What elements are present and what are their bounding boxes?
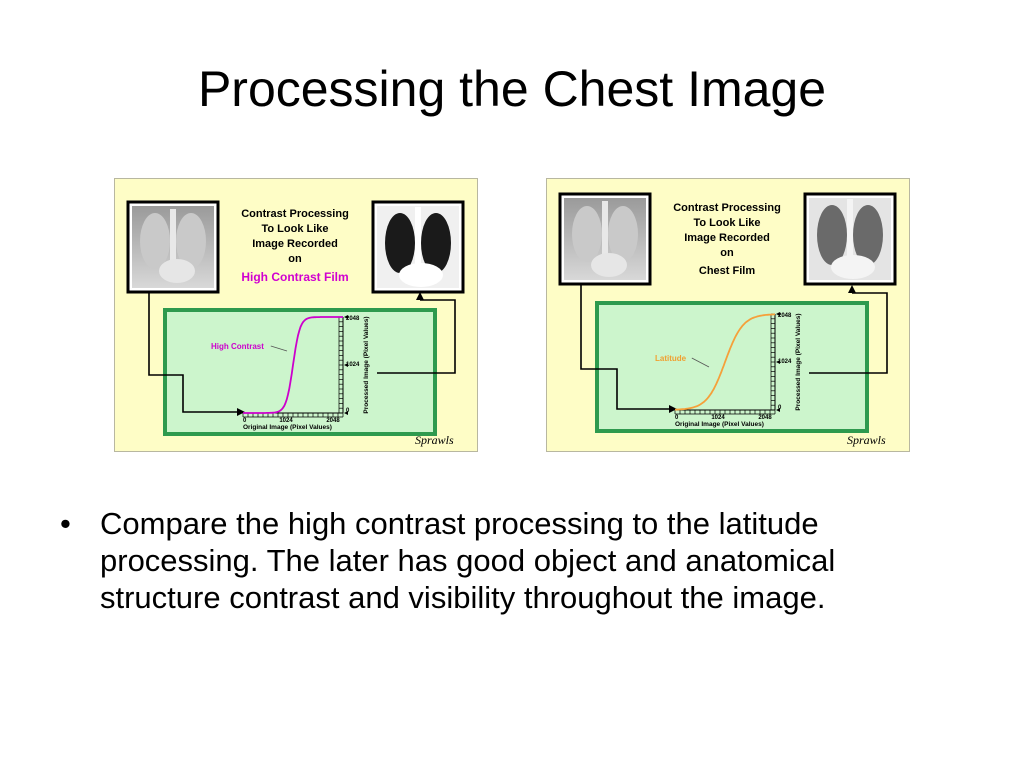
- x-tick-label: 1024: [279, 418, 293, 424]
- curve-axes: [674, 312, 780, 415]
- caption-line: on: [288, 253, 302, 265]
- slide-title: Processing the Chest Image: [197, 61, 827, 117]
- curve-label-leader: [270, 345, 288, 352]
- bullet-symbol: •: [60, 506, 71, 541]
- y-axis-title: Processed Image (Pixel Values): [795, 313, 802, 410]
- x-tick-label: 0: [243, 418, 247, 424]
- caption-line: on: [720, 247, 734, 259]
- signature: Sprawls: [415, 433, 454, 447]
- x-tick-label: 2048: [758, 415, 772, 421]
- y-axis-title: Processed Image (Pixel Values): [363, 316, 370, 413]
- y-tick-label: 0: [346, 408, 350, 414]
- caption-film-type: High Contrast Film: [241, 270, 348, 284]
- caption-line: Image Recorded: [252, 238, 338, 250]
- caption-line: Contrast Processing: [241, 208, 349, 220]
- diagram-panel-high-contrast: Contrast Processing To Look Like Image R…: [114, 178, 478, 452]
- caption-line: Image Recorded: [684, 232, 770, 244]
- bullet-text: Compare the high contrast processing to …: [100, 506, 836, 615]
- diagram-panel-latitude: Contrast Processing To Look Like Image R…: [546, 178, 910, 452]
- original-xray-image: [126, 200, 220, 294]
- processed-xray-image: [803, 192, 897, 286]
- y-tick-label: 1024: [778, 359, 792, 365]
- flow-arrows: [580, 283, 888, 410]
- diagram-svg: Contrast Processing To Look Like Image R…: [558, 192, 897, 447]
- x-tick-label: 2048: [326, 418, 340, 424]
- curve-label-leader: [691, 357, 710, 368]
- original-xray-image: [558, 192, 652, 286]
- curve-label: High Contrast: [211, 342, 264, 351]
- characteristic-curve: [243, 316, 343, 414]
- x-axis-title: Original Image (Pixel Values): [675, 421, 764, 428]
- arrow-head: [416, 292, 424, 300]
- y-tick-label: 2048: [778, 313, 792, 319]
- flow-arrows: [148, 291, 456, 413]
- caption-film-type: Chest Film: [699, 265, 755, 277]
- y-tick-label: 0: [778, 405, 782, 411]
- signature: Sprawls: [847, 433, 886, 447]
- processed-xray-image: [371, 200, 465, 294]
- characteristic-curve: [674, 313, 776, 411]
- diagram-svg: Contrast Processing To Look Like Image R…: [126, 200, 465, 447]
- x-axis-title: Original Image (Pixel Values): [243, 424, 332, 431]
- y-tick-label: 2048: [346, 316, 360, 322]
- panel-caption: Contrast Processing To Look Like Image R…: [241, 208, 349, 284]
- x-tick-label: 0: [675, 415, 679, 421]
- arrow-head: [237, 408, 245, 416]
- y-tick-label: 1024: [346, 362, 360, 368]
- x-tick-label: 1024: [711, 415, 725, 421]
- panel-caption: Contrast Processing To Look Like Image R…: [673, 202, 781, 277]
- arrow-head: [848, 285, 856, 293]
- arrow-head: [669, 405, 677, 413]
- caption-line: To Look Like: [693, 217, 760, 229]
- curve-label: Latitude: [655, 354, 687, 363]
- processing-curve-box: [595, 301, 869, 433]
- caption-line: To Look Like: [261, 223, 328, 235]
- caption-line: Contrast Processing: [673, 202, 781, 214]
